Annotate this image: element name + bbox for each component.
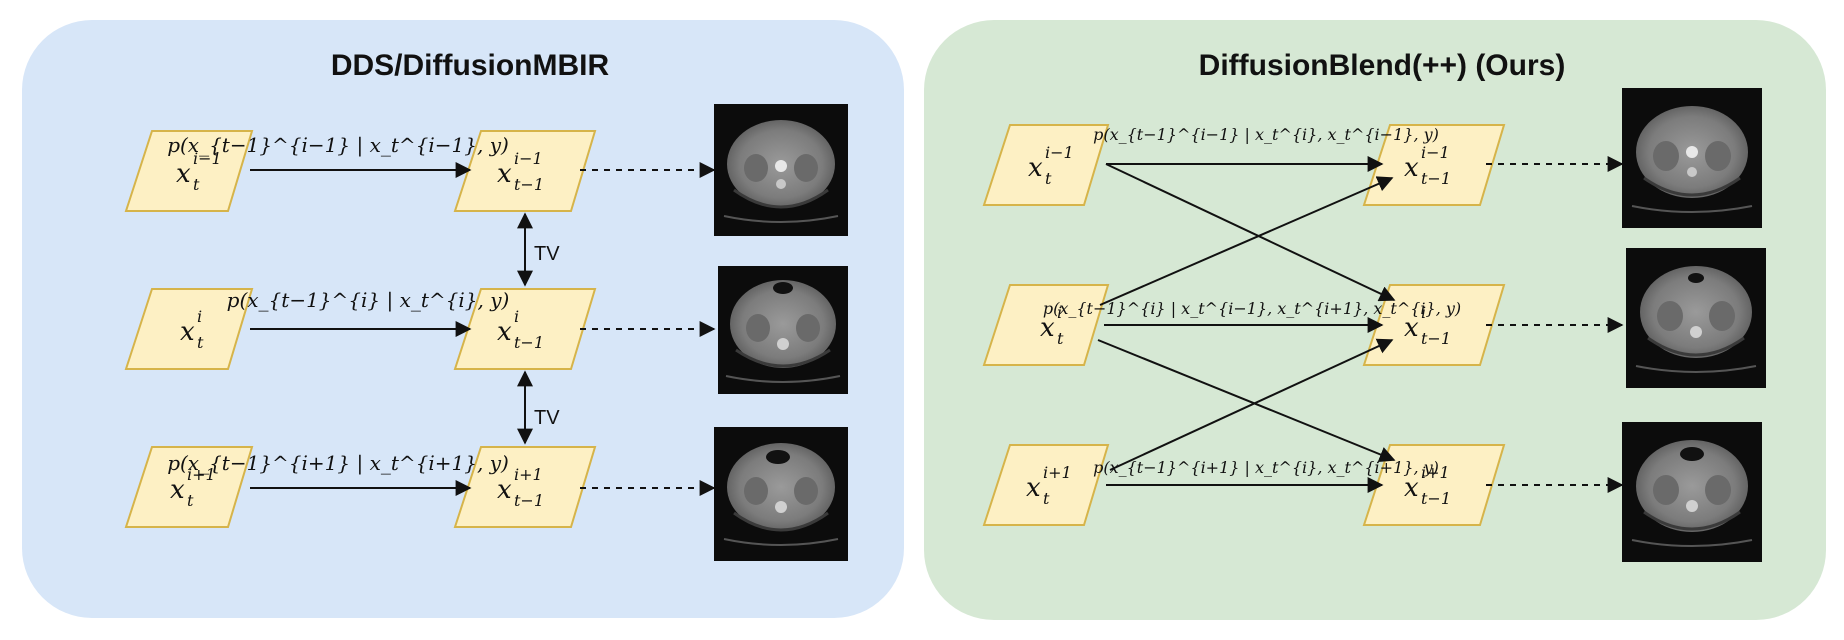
node-sub: t−1 (514, 333, 544, 352)
left-tv-label-bot: TV (534, 407, 560, 429)
node-sub: t (193, 175, 200, 194)
node-sub: t−1 (1421, 329, 1451, 348)
right-node-bot-out: x i+1 t−1 (1362, 444, 1506, 526)
ct-slice-image (1626, 248, 1766, 388)
node-sup: i−1 (1421, 143, 1450, 162)
node-base: x (497, 475, 512, 505)
right-edge-cross-mid-bot (1097, 339, 1396, 463)
left-edge-top-label: p(x_{t−1}^{i−1} | x_t^{i−1}, y) (167, 133, 509, 158)
right-edge-top-label: p(x_{t−1}^{i−1} | x_t^{i}, x_t^{i−1}, y) (1093, 125, 1439, 144)
node-sup: i (197, 307, 202, 326)
node-sub: t−1 (1421, 169, 1451, 188)
node-sup: i+1 (187, 465, 216, 484)
node-base: x (1404, 153, 1419, 183)
right-node-bot-in: x i+1 t (982, 444, 1110, 526)
left-tv-label-top: TV (534, 243, 560, 265)
right-edge-cross-bot-mid (1109, 338, 1394, 471)
ct-slice-image (718, 266, 848, 394)
node-base: x (170, 475, 185, 505)
node-sup: i (1057, 303, 1062, 322)
node-sup: i−1 (193, 149, 222, 168)
ct-slice-image (714, 104, 848, 236)
node-sub: t−1 (514, 491, 544, 510)
right-edge-cross-mid-top (1099, 176, 1394, 306)
node-sub: t (197, 333, 204, 352)
ct-slice-image (714, 427, 848, 561)
left-edge-mid-label: p(x_{t−1}^{i} | x_t^{i}, y) (227, 288, 510, 313)
node-sub: t (1043, 489, 1050, 508)
node-sup: i (514, 307, 519, 326)
right-panel-title: DiffusionBlend(++) (Ours) (1199, 49, 1566, 82)
node-sup: i−1 (1045, 143, 1074, 162)
right-edge-cross-top-mid (1105, 163, 1396, 302)
left-panel: DDS/DiffusionMBIR x i−1 t x i t x i+1 t … (22, 20, 904, 618)
node-sup: i+1 (1421, 463, 1450, 482)
left-node-top-in: x i−1 t (124, 130, 254, 212)
node-sup: i (1421, 303, 1426, 322)
node-base: x (1040, 313, 1055, 343)
ct-slice-image (1622, 88, 1762, 228)
node-sub: i+1 (1043, 463, 1072, 482)
right-edge-bot-label: p(x_{t−1}^{i+1} | x_t^{i}, x_t^{i+1}, y) (1093, 458, 1439, 477)
right-panel: DiffusionBlend(++) (Ours) x i−1 t x i t … (924, 20, 1826, 620)
left-edge-bot-label: p(x_{t−1}^{i+1} | x_t^{i+1}, y) (167, 451, 509, 476)
left-panel-title: DDS/DiffusionMBIR (331, 49, 610, 82)
node-base: x (1404, 473, 1419, 503)
node-sub: t (1045, 169, 1052, 188)
node-sup: i+1 (514, 465, 543, 484)
node-base: x (1028, 153, 1043, 183)
left-node-bot-in: x i+1 t (124, 446, 254, 528)
node-base: x (1404, 313, 1419, 343)
right-node-mid-out: x i t−1 (1362, 284, 1506, 366)
node-sub: t (1057, 329, 1064, 348)
node-base: x (180, 317, 195, 347)
right-node-top-in: x i−1 t (982, 124, 1110, 206)
ct-slice-image (1622, 422, 1762, 562)
right-node-top-out: x i−1 t−1 (1362, 124, 1506, 206)
left-node-mid-out: x i t−1 (453, 288, 597, 370)
node-sub: t (187, 491, 194, 510)
node-base: x (176, 159, 191, 189)
node-base: x (1026, 473, 1041, 503)
node-base: x (497, 317, 512, 347)
node-sub: t−1 (1421, 489, 1451, 508)
right-edge-mid-label: p(x_{t−1}^{i} | x_t^{i−1}, x_t^{i+1}, x_… (1043, 299, 1461, 318)
right-node-mid-in: x i t (982, 284, 1110, 366)
node-sup: i−1 (514, 149, 543, 168)
node-base: x (497, 159, 512, 189)
left-node-mid-in: x i t (124, 288, 254, 370)
left-node-top-out: x i−1 t−1 (453, 130, 597, 212)
left-node-bot-out: x i+1 t−1 (453, 446, 597, 528)
node-sub: t−1 (514, 175, 544, 194)
